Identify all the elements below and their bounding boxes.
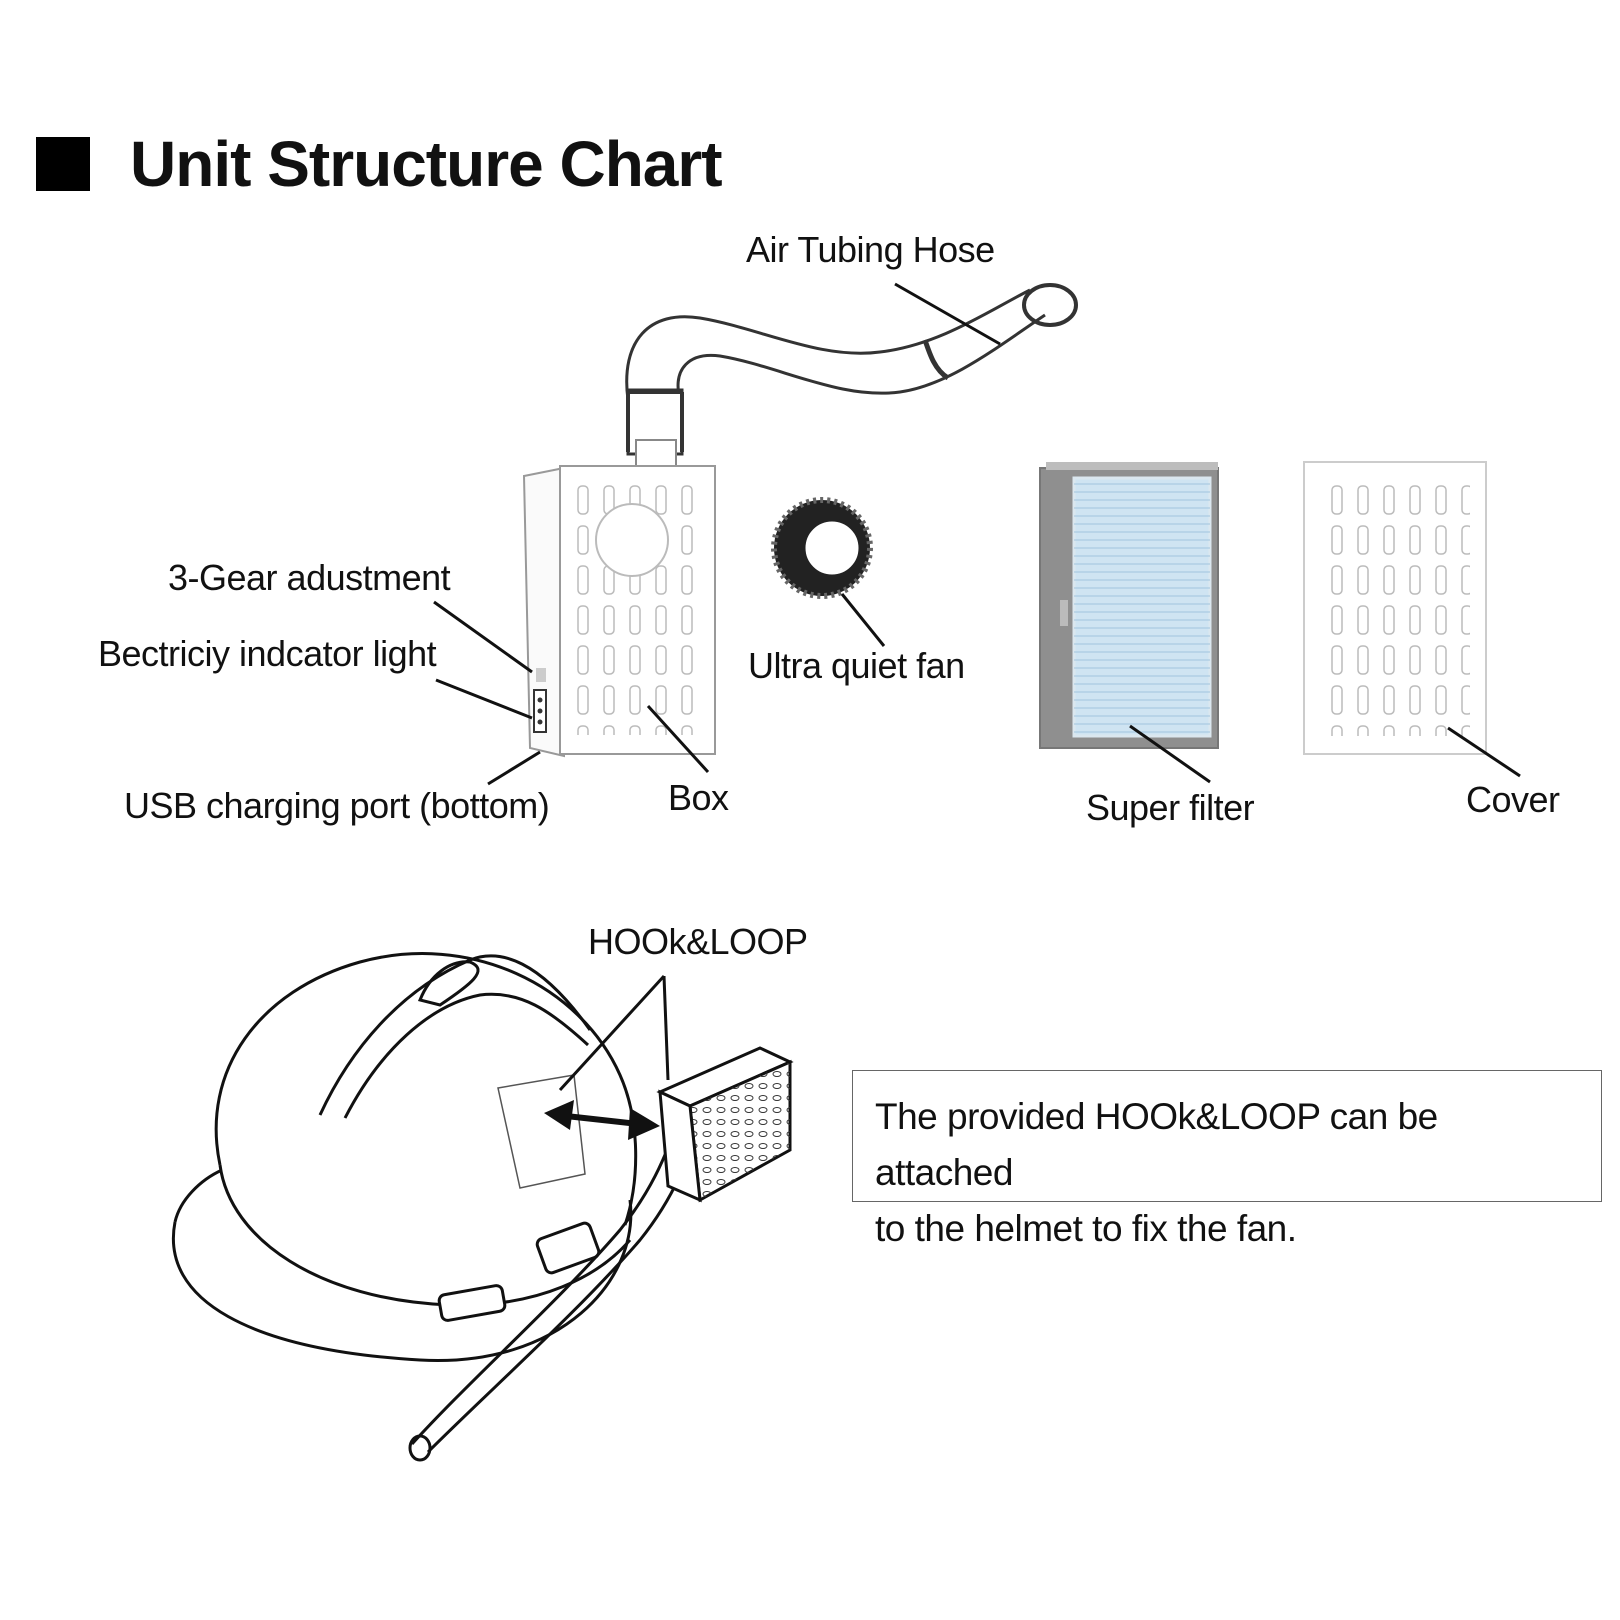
attach-arrow-icon	[544, 1100, 660, 1140]
label-hook-loop: HOOk&LOOP	[588, 921, 808, 962]
label-cover: Cover	[1466, 779, 1560, 820]
page-heading: Unit Structure Chart	[36, 128, 723, 200]
super-filter-illustration	[1039, 462, 1219, 749]
label-box: Box	[668, 777, 729, 818]
leader-hook-loop-fan	[662, 975, 670, 1081]
leader-usb-port	[487, 750, 541, 786]
note-line-2: to the helmet to fix the fan.	[875, 1208, 1297, 1249]
leader-indicator-light	[435, 678, 533, 720]
label-fan: Ultra quiet fan	[748, 645, 965, 686]
leader-box	[646, 704, 710, 774]
note-line-1: The provided HOOk&LOOP can be attached	[875, 1096, 1438, 1193]
label-super-filter: Super filter	[1086, 787, 1255, 828]
box-illustration	[522, 465, 716, 758]
air-tubing-hose-illustration	[625, 283, 1078, 471]
label-usb-port: USB charging port (bottom)	[124, 785, 550, 826]
label-air-tubing-hose: Air Tubing Hose	[746, 229, 995, 270]
leader-super-filter	[1129, 724, 1211, 784]
leader-cover	[1447, 726, 1521, 778]
leader-air-tubing-hose	[894, 282, 1001, 346]
fan-illustration	[771, 497, 873, 599]
cover-illustration	[1303, 461, 1487, 755]
leader-hook-loop-helmet	[558, 974, 666, 1092]
leader-fan	[840, 593, 886, 647]
label-gear-adjustment: 3-Gear adustment	[168, 557, 451, 598]
hook-loop-note: The provided HOOk&LOOP can be attached t…	[852, 1070, 1602, 1249]
helmet-illustration	[172, 952, 638, 1362]
heading-square-icon	[36, 137, 90, 191]
leader-lines	[433, 282, 1521, 1092]
label-indicator-light: Bectriciy indcator light	[98, 633, 437, 674]
helmet-fan-block-illustration	[656, 1046, 794, 1203]
leader-gear-adjustment	[433, 600, 533, 674]
page-title: Unit Structure Chart	[130, 128, 723, 200]
